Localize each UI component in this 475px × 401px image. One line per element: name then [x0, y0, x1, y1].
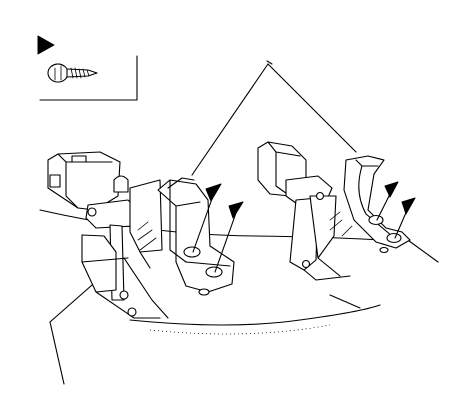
left-mount-bracket: [157, 177, 244, 296]
left-hinge-assembly: [47, 151, 169, 319]
mounting-point-marker: [228, 201, 244, 219]
mounting-point-marker: [401, 197, 416, 215]
tapping-screw-icon: [47, 63, 98, 83]
filled-triangle-marker-icon: [37, 35, 55, 55]
legend-box: [37, 35, 138, 101]
mounting-point-marker: [384, 181, 399, 198]
callout-leaders: [49, 60, 357, 385]
right-hinge-assembly: [257, 141, 351, 281]
right-mount-bracket: [343, 155, 416, 254]
shading-hatch: [137, 211, 353, 251]
mounting-point-marker: [205, 183, 222, 202]
